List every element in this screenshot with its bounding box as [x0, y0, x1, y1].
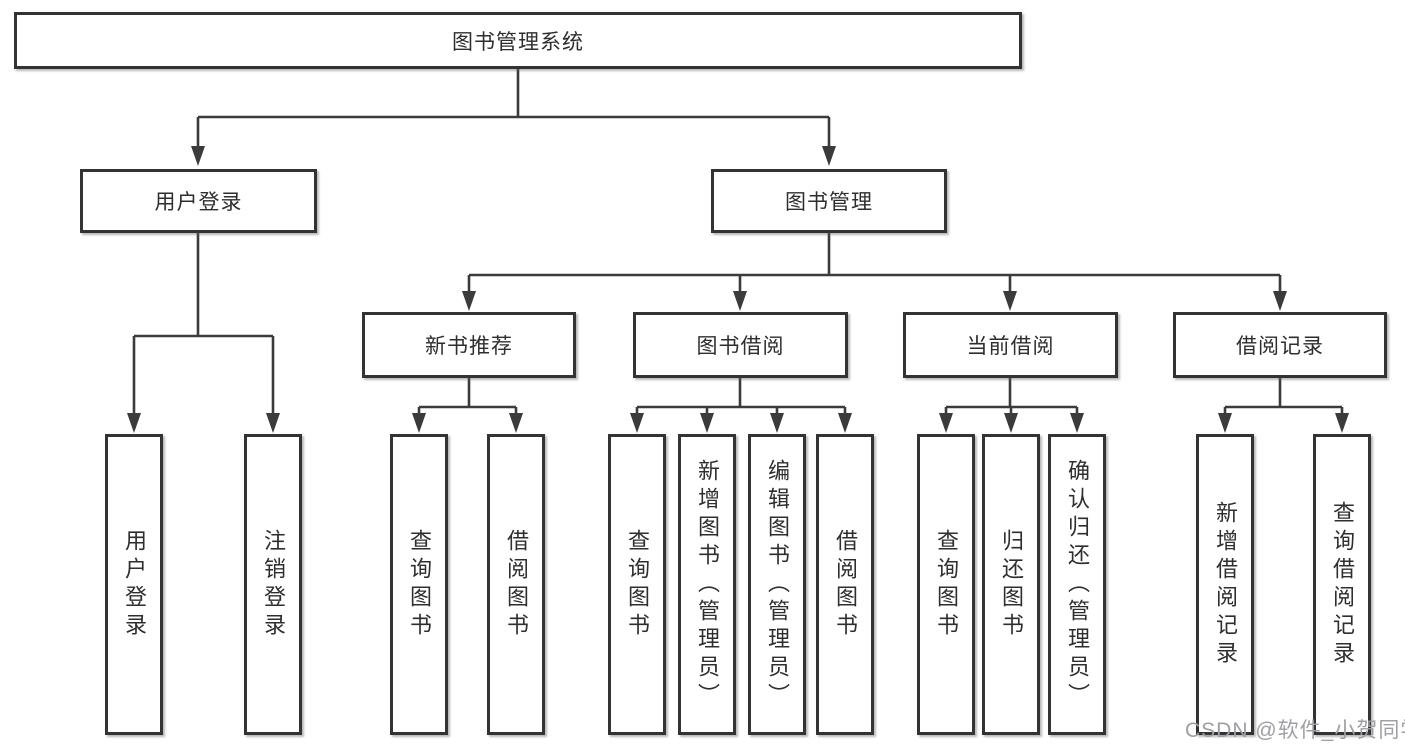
node-label: 借阅图书 [504, 528, 529, 641]
node-label: 查询借阅记录 [1330, 500, 1355, 669]
leaf-edit-book-admin: 编辑图书（管理员） [748, 434, 806, 735]
node-label: 查询图书 [625, 528, 650, 641]
leaf-query-books-current: 查询图书 [917, 434, 975, 735]
node-borrowing-records: 借阅记录 [1173, 312, 1387, 378]
node-library-management-system: 图书管理系统 [14, 12, 1022, 69]
node-label: 借阅记录 [1236, 335, 1324, 358]
node-label: 借阅图书 [833, 528, 858, 641]
node-book-borrowing: 图书借阅 [633, 312, 848, 378]
node-label: 图书管理 [785, 191, 873, 214]
node-label: 图书借阅 [696, 335, 785, 358]
leaf-add-book-admin: 新增图书（管理员） [678, 434, 736, 735]
node-book-management: 图书管理 [711, 169, 947, 233]
node-label: 当前借阅 [966, 335, 1055, 358]
node-current-borrowing: 当前借阅 [903, 312, 1118, 378]
leaf-user-login: 用户登录 [105, 434, 163, 735]
node-label: 用户登录 [122, 528, 147, 641]
node-label: 图书管理系统 [452, 30, 584, 54]
node-label: 新增图书（管理员） [695, 458, 720, 711]
leaf-query-books-recommend: 查询图书 [390, 434, 448, 735]
node-label: 归还图书 [999, 528, 1024, 641]
leaf-return-books: 归还图书 [982, 434, 1040, 735]
leaf-query-borrow-record: 查询借阅记录 [1313, 434, 1371, 735]
leaf-add-borrow-record: 新增借阅记录 [1196, 434, 1254, 735]
node-label: 注销登录 [261, 528, 286, 641]
leaf-borrow-books: 借阅图书 [816, 434, 874, 735]
node-label: 查询图书 [934, 528, 959, 641]
node-label: 新增借阅记录 [1213, 500, 1238, 669]
leaf-borrow-books-recommend: 借阅图书 [487, 434, 545, 735]
leaf-logout: 注销登录 [244, 434, 302, 735]
node-label: 确认归还（管理员） [1065, 458, 1090, 711]
node-label: 编辑图书（管理员） [765, 458, 790, 711]
leaf-query-books-borrow: 查询图书 [608, 434, 666, 735]
node-label: 用户登录 [154, 191, 243, 214]
node-new-book-recommendation: 新书推荐 [362, 312, 576, 378]
node-label: 新书推荐 [425, 335, 513, 358]
leaf-confirm-return-admin: 确认归还（管理员） [1048, 434, 1106, 735]
node-label: 查询图书 [407, 528, 432, 641]
csdn-watermark: CSDN @软件_小贺同学 [1185, 719, 1405, 742]
node-user-login: 用户登录 [80, 169, 317, 233]
